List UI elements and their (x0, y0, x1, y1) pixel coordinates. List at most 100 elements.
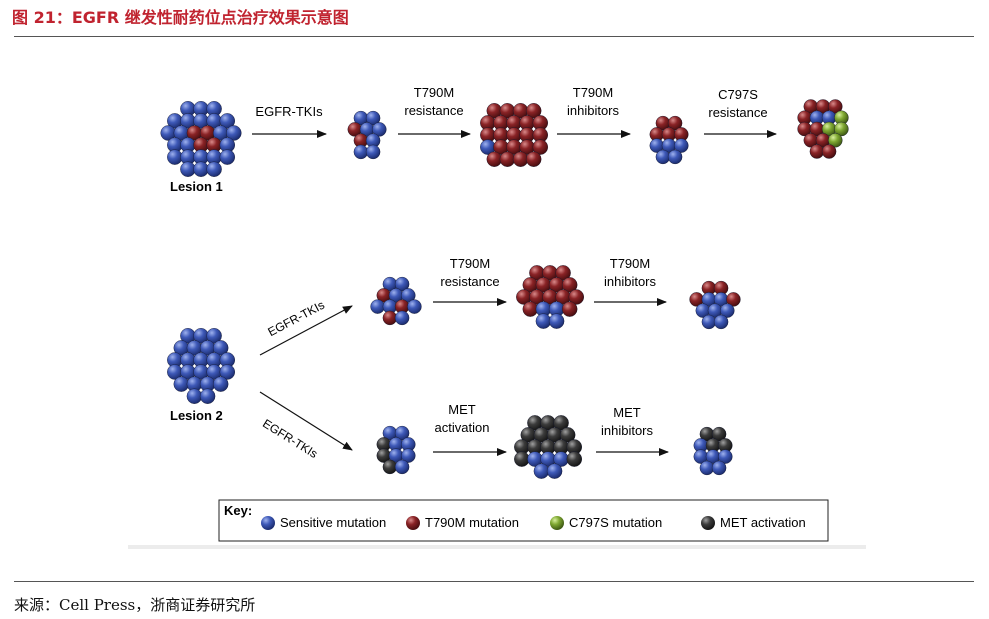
cell (726, 292, 741, 307)
lesion1-initial-cluster (160, 101, 242, 177)
lesion2-upper-step3-line2: inhibitors (604, 274, 657, 289)
lesion2-lower-cluster-1 (376, 425, 416, 475)
cell (382, 310, 398, 326)
cell (711, 460, 727, 476)
lesion1-step2-line1: T790M (414, 85, 454, 100)
cell (566, 451, 582, 467)
cell (828, 99, 843, 114)
cell (667, 115, 683, 131)
cell (533, 463, 550, 479)
cell (407, 299, 422, 314)
cell (701, 314, 717, 330)
cell (199, 388, 216, 404)
top-rule (14, 36, 974, 37)
cell (821, 144, 837, 159)
lesion1-step2-line2: resistance (404, 103, 463, 118)
lesion2-lower-tki-label: EGFR-TKIs (260, 416, 320, 461)
cell (699, 460, 715, 476)
cell (394, 276, 410, 292)
key-shadow (128, 545, 866, 549)
cell (394, 459, 410, 475)
cell (212, 340, 229, 356)
cell (370, 299, 385, 314)
cell (562, 277, 578, 293)
cell (173, 376, 190, 392)
cell (514, 451, 530, 467)
cell (206, 328, 222, 344)
lesion1-step1-label: EGFR-TKIs (255, 104, 323, 119)
cell (532, 139, 548, 155)
cell (560, 427, 576, 443)
lesion1-cluster-4 (649, 115, 689, 165)
cell (526, 151, 542, 167)
lesion1-cluster-3 (480, 103, 548, 167)
cell (193, 161, 209, 177)
figure-title: 图 21：EGFR 继发性耐药位点治疗效果示意图 (12, 8, 349, 27)
lesion2-upper-cluster-1 (370, 276, 422, 326)
cell (212, 376, 229, 392)
key-title: Key: (224, 503, 252, 518)
cell (219, 113, 236, 129)
resistance-diagram: Lesion 1 EGFR-TKIs T790M resistance T790… (128, 85, 866, 549)
cell (219, 364, 236, 380)
cell (486, 151, 502, 167)
lesion2-lower-tki-arrow (259, 391, 353, 451)
cell (828, 133, 843, 148)
cell (512, 151, 529, 167)
cell (206, 161, 222, 177)
key-t790m-swatch (406, 516, 420, 530)
cell (394, 310, 410, 326)
cell (553, 415, 569, 431)
lesion2-upper-tki-arrow (259, 305, 353, 356)
lesion1-step4-line2: resistance (708, 105, 767, 120)
key-met-swatch (701, 516, 715, 530)
lesion1-cluster-2 (347, 110, 387, 160)
cell (834, 121, 849, 137)
source-note: 来源：Cell Press，浙商证券研究所 (14, 596, 256, 614)
cell (546, 463, 563, 479)
cell (186, 388, 203, 404)
lesion2-upper-cluster-3 (689, 280, 741, 330)
cell (499, 151, 516, 167)
cell (365, 110, 381, 126)
lesion2-lower-step3-line1: MET (613, 405, 641, 420)
key-sensitive-swatch (261, 516, 275, 530)
lesion1-label: Lesion 1 (170, 179, 223, 194)
key-sensitive-label: Sensitive mutation (280, 515, 386, 530)
lesion2-lower-step2-line2: activation (435, 420, 490, 435)
cell (667, 149, 683, 165)
cell (655, 149, 671, 165)
lesion1-step3-line1: T790M (573, 85, 613, 100)
cell (555, 265, 571, 281)
cell (713, 314, 729, 330)
cell (382, 459, 398, 475)
cell (711, 426, 727, 442)
cell (372, 122, 387, 137)
key-c797s-label: C797S mutation (569, 515, 662, 530)
lesion2-upper-step2-line2: resistance (440, 274, 499, 289)
cell (562, 301, 578, 317)
lesion2-upper-tki-label: EGFR-TKIs (265, 298, 326, 339)
lesion2-lower-cluster-2 (514, 415, 582, 479)
cell (401, 288, 416, 303)
bottom-rule (14, 581, 974, 582)
cell (522, 301, 538, 317)
cell (568, 289, 584, 305)
cell (548, 313, 565, 329)
cell (365, 144, 381, 160)
cell (674, 138, 689, 153)
lesion2-lower-step3-line2: inhibitors (601, 423, 654, 438)
lesion1-cluster-5 (797, 99, 849, 159)
cell (226, 125, 242, 141)
key-met-label: MET activation (720, 515, 806, 530)
cell (394, 425, 410, 441)
cell (219, 149, 236, 165)
lesion2-lower-step2-line1: MET (448, 402, 476, 417)
lesion2-upper-step2-line1: T790M (450, 256, 490, 271)
cell (718, 449, 733, 464)
lesion1-step3-line2: inhibitors (567, 103, 620, 118)
cell (809, 144, 825, 159)
lesion2-label: Lesion 2 (170, 408, 223, 423)
key-box (218, 499, 829, 542)
